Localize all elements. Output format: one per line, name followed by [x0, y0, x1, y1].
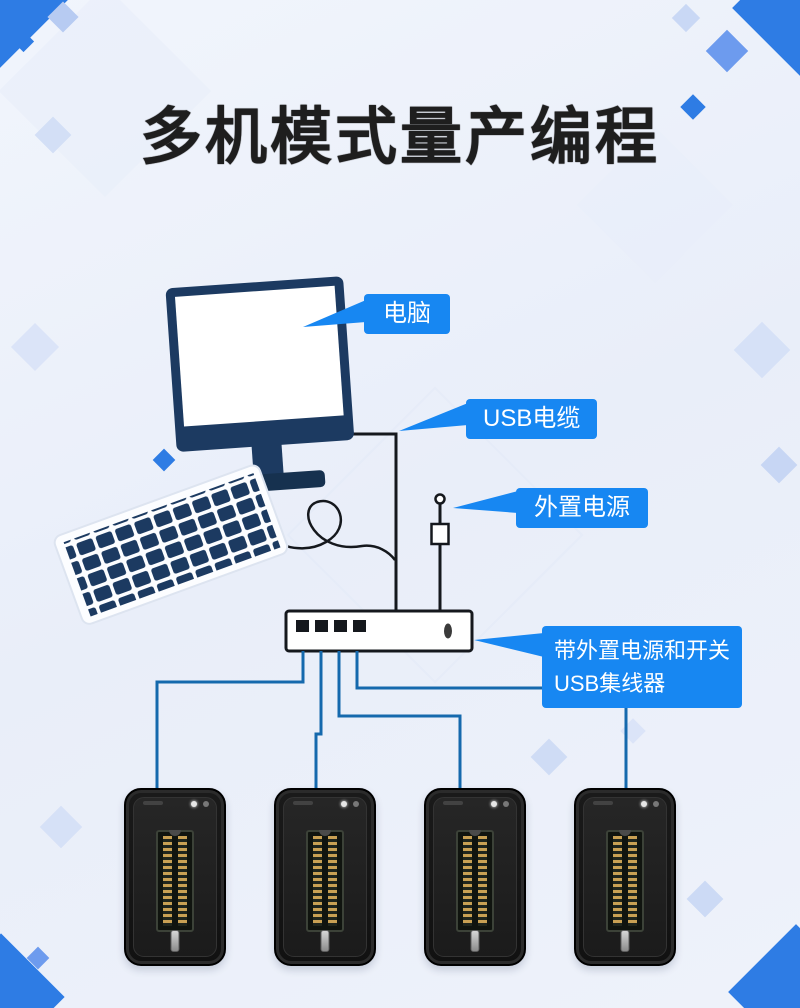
- callout-usb-hub: 带外置电源和开关 USB集线器: [542, 626, 743, 708]
- socket-notch: [169, 830, 181, 836]
- callout-external-power: 外置电源: [516, 488, 648, 528]
- status-led: [503, 801, 509, 807]
- programmer-device: [574, 788, 676, 966]
- socket-notch: [319, 830, 331, 836]
- status-led: [653, 801, 659, 807]
- hub-to-programmer-cables: [155, 651, 628, 800]
- status-led: [341, 801, 347, 807]
- programmer-logo: [143, 801, 163, 805]
- page-title: 多机模式量产编程: [139, 103, 660, 172]
- zif-socket: [156, 830, 194, 932]
- hub-port: [315, 620, 328, 632]
- socket-lever: [170, 930, 180, 952]
- socket-lever: [620, 930, 630, 952]
- status-led: [353, 801, 359, 807]
- programmer-logo: [443, 801, 463, 805]
- status-led: [191, 801, 197, 807]
- programmer-device: [424, 788, 526, 966]
- keyboard: [53, 464, 289, 625]
- callout-usb-cable: USB电缆: [466, 399, 598, 439]
- socket-lever: [320, 930, 330, 952]
- hub-switch: [444, 623, 452, 639]
- zif-socket: [456, 830, 494, 932]
- usb-cable-line: [348, 432, 398, 612]
- socket-notch: [619, 830, 631, 836]
- status-led: [203, 801, 209, 807]
- hub-port: [296, 620, 309, 632]
- programmer-device: [124, 788, 226, 966]
- callout-computer: 电脑: [364, 294, 450, 334]
- socket-notch: [469, 830, 481, 836]
- hub-port: [353, 620, 366, 632]
- programmer-logo: [293, 801, 313, 805]
- zif-socket: [606, 830, 644, 932]
- status-led: [491, 801, 497, 807]
- callout-usb-hub-line2: USB集线器: [554, 671, 666, 696]
- programmer-logo: [593, 801, 613, 805]
- socket-lever: [470, 930, 480, 952]
- power-plug-tip: [434, 493, 446, 505]
- callout-pointers: [303, 300, 544, 657]
- power-connector: [430, 522, 450, 546]
- usb-hub: [284, 609, 474, 653]
- zif-socket: [306, 830, 344, 932]
- programmer-device: [274, 788, 376, 966]
- computer-monitor: [165, 276, 354, 495]
- callout-usb-hub-line1: 带外置电源和开关: [554, 638, 731, 663]
- hub-port: [334, 620, 347, 632]
- status-led: [641, 801, 647, 807]
